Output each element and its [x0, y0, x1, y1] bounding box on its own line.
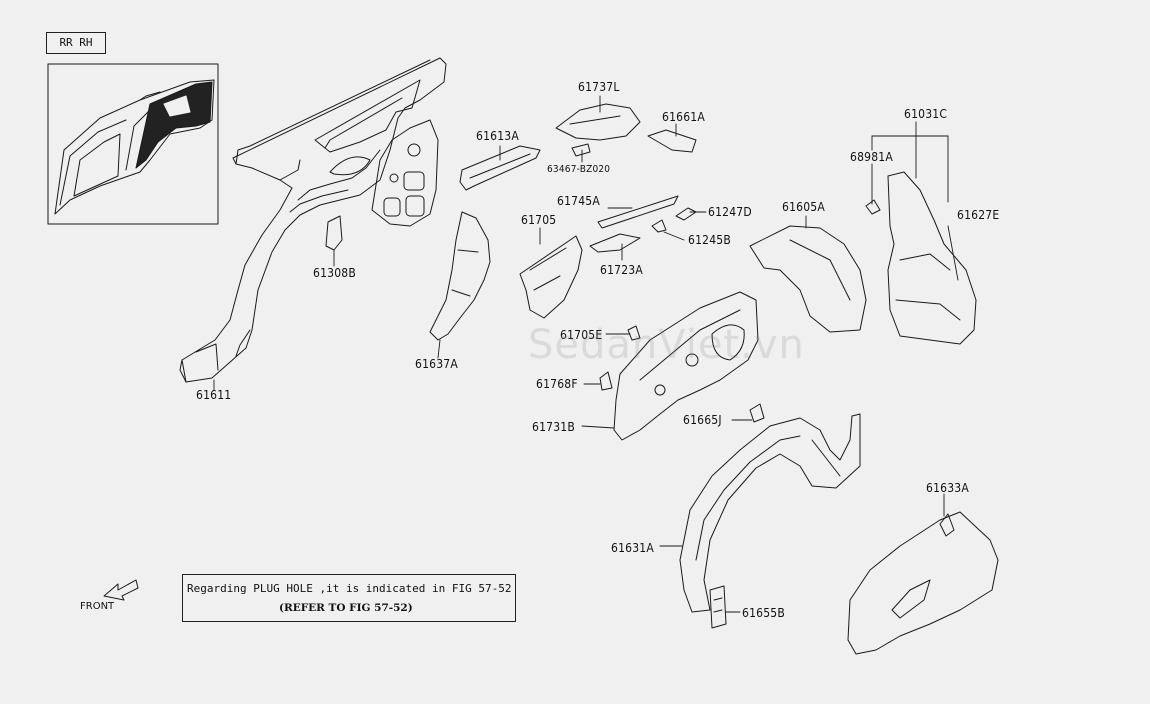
- part-61613A-shape: [459, 145, 541, 191]
- plug-hole-note: Regarding PLUG HOLE ,it is indicated in …: [182, 574, 516, 622]
- part-63467-shape: [571, 143, 591, 157]
- watermark: SedanViet.vn: [528, 322, 805, 368]
- front-label: FRONT: [80, 601, 115, 612]
- part-61631A-shape: [679, 413, 861, 613]
- front-arrow-icon: [103, 579, 139, 601]
- label-61768F: 61768F: [536, 377, 578, 391]
- part-61705E-shape: [627, 325, 641, 341]
- label-61247D: 61247D: [708, 205, 752, 219]
- label-61665J: 61665J: [683, 413, 722, 427]
- part-61247D-shape: [675, 207, 697, 221]
- label-61031C: 61031C: [904, 107, 948, 121]
- label-61705E: 61705E: [560, 328, 603, 342]
- part-61768F-shape: [599, 371, 613, 391]
- label-61611: 61611: [196, 388, 232, 402]
- part-68981A-shape: [865, 199, 881, 215]
- label-61637A: 61637A: [415, 357, 458, 371]
- part-61723A-shape: [589, 233, 641, 253]
- region-tag: RR RH: [46, 32, 106, 54]
- inset-vehicle-view: [47, 63, 219, 225]
- label-61631A: 61631A: [611, 541, 654, 555]
- note-line-1: Regarding PLUG HOLE ,it is indicated in …: [187, 582, 512, 595]
- label-61745A: 61745A: [557, 194, 600, 208]
- label-61737L: 61737L: [578, 80, 620, 94]
- label-61731B: 61731B: [532, 420, 575, 434]
- label-68981A: 68981A: [850, 150, 893, 164]
- label-61723A: 61723A: [600, 263, 643, 277]
- part-61245B-shape: [651, 219, 667, 233]
- label-61655B: 61655B: [742, 606, 785, 620]
- part-61665J-shape: [749, 403, 765, 423]
- part-61605A-shape: [749, 225, 867, 333]
- label-61705: 61705: [521, 213, 557, 227]
- part-61627E-shape: [887, 171, 977, 345]
- part-61705-shape: [519, 235, 583, 319]
- label-61633A: 61633A: [926, 481, 969, 495]
- label-61627E: 61627E: [957, 208, 1000, 222]
- part-61637A-shape: [429, 211, 491, 341]
- label-61605A: 61605A: [782, 200, 825, 214]
- part-61745A-shape: [597, 195, 679, 229]
- note-line-2: (REFER TO FIG 57-52): [279, 602, 413, 614]
- label-61308B: 61308B: [313, 266, 356, 280]
- part-61655B-shape: [709, 585, 727, 629]
- label-63467-BZ020: 63467-BZ020: [547, 164, 611, 175]
- label-61661A: 61661A: [662, 110, 705, 124]
- part-61737L-shape: [555, 103, 641, 141]
- label-61613A: 61613A: [476, 129, 519, 143]
- part-61661A-shape: [647, 129, 697, 153]
- leader-lines: [213, 95, 959, 613]
- part-61611-shape: [179, 57, 447, 383]
- label-61245B: 61245B: [688, 233, 731, 247]
- part-61633A-shape: [847, 511, 999, 655]
- part-61731B-shape: [613, 291, 759, 441]
- part-61308B-shape: [325, 215, 343, 251]
